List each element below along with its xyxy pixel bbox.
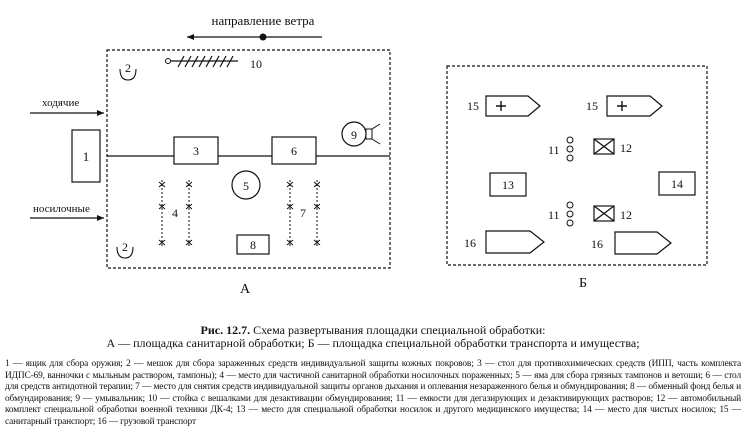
svg-text:12: 12 <box>620 141 632 155</box>
item-2-bag-bottom: 2 <box>116 240 134 259</box>
wind-origin-dot <box>259 33 267 41</box>
entry-stretcher-label: носилочные <box>33 203 90 215</box>
item-14-label: 14 <box>671 177 683 191</box>
svg-text:16: 16 <box>464 236 476 250</box>
svg-text:2: 2 <box>122 240 128 254</box>
item-1-label: 1 <box>83 149 90 164</box>
item-15-sanitary-transport-left: 15 <box>467 95 541 117</box>
svg-text:2: 2 <box>125 61 131 75</box>
panel-a-title: А <box>240 282 251 297</box>
item-7-label: 7 <box>300 206 306 220</box>
item-16-cargo-transport-left: 16 <box>464 230 545 254</box>
figure-caption: Рис. 12.7. Схема развертывания площадки … <box>0 324 746 428</box>
item-14-box <box>658 171 696 196</box>
item-8-box <box>236 234 270 255</box>
item-5-label: 5 <box>243 179 249 193</box>
item-5-pit <box>231 170 261 200</box>
svg-text:10: 10 <box>250 57 262 71</box>
item-10-hanger-rack: 10 <box>165 55 262 71</box>
item-15-sanitary-transport-right: 15 <box>586 95 663 117</box>
item-12-dk4-top: 12 <box>593 138 632 155</box>
item-6-label: 6 <box>291 144 297 158</box>
svg-text:9: 9 <box>351 128 357 142</box>
panel-b: 15 15 11 12 13 14 11 <box>446 65 708 291</box>
item-9-washbasin: 9 <box>341 121 381 147</box>
panel-b-border <box>446 65 708 266</box>
item-16-cargo-transport-right: 16 <box>591 231 672 255</box>
wind-direction: направление ветра <box>187 13 322 41</box>
panel-a: ходячие носилочные 1 2 2 10 <box>30 49 391 297</box>
figure-title: Схема развертывания площадки специальной… <box>253 323 546 337</box>
item-12-dk4-bottom: 12 <box>593 205 632 222</box>
item-4-stretcher-area <box>158 180 193 246</box>
caption-subtitle: А — площадка санитарной обработки; Б — п… <box>106 336 640 350</box>
item-6-table <box>271 136 317 165</box>
svg-text:12: 12 <box>620 208 632 222</box>
item-7-ppe-removal-area <box>286 180 321 246</box>
svg-text:11: 11 <box>548 143 560 157</box>
item-3-table <box>173 136 219 165</box>
item-11-containers-bottom: 11 <box>548 201 574 227</box>
item-4-label: 4 <box>172 206 178 220</box>
svg-text:15: 15 <box>586 99 598 113</box>
item-13-label: 13 <box>502 178 514 192</box>
svg-text:16: 16 <box>591 237 603 251</box>
svg-text:11: 11 <box>548 208 560 222</box>
item-11-containers-top: 11 <box>548 136 574 162</box>
item-3-label: 3 <box>193 144 199 158</box>
panel-b-title: Б <box>579 276 587 291</box>
figure-number: Рис. 12.7. <box>200 323 251 337</box>
svg-text:15: 15 <box>467 99 479 113</box>
wind-label: направление ветра <box>212 13 315 28</box>
item-2-bag-top: 2 <box>119 61 137 81</box>
caption-title: Рис. 12.7. Схема развертывания площадки … <box>0 324 746 337</box>
item-1-box <box>71 129 101 183</box>
panel-a-border <box>106 49 391 269</box>
caption-legend: 1 — ящик для сбора оружия; 2 — мешок для… <box>5 359 741 427</box>
item-8-label: 8 <box>250 238 256 252</box>
entry-walking-label: ходячие <box>42 97 79 109</box>
item-13-box <box>489 172 527 197</box>
